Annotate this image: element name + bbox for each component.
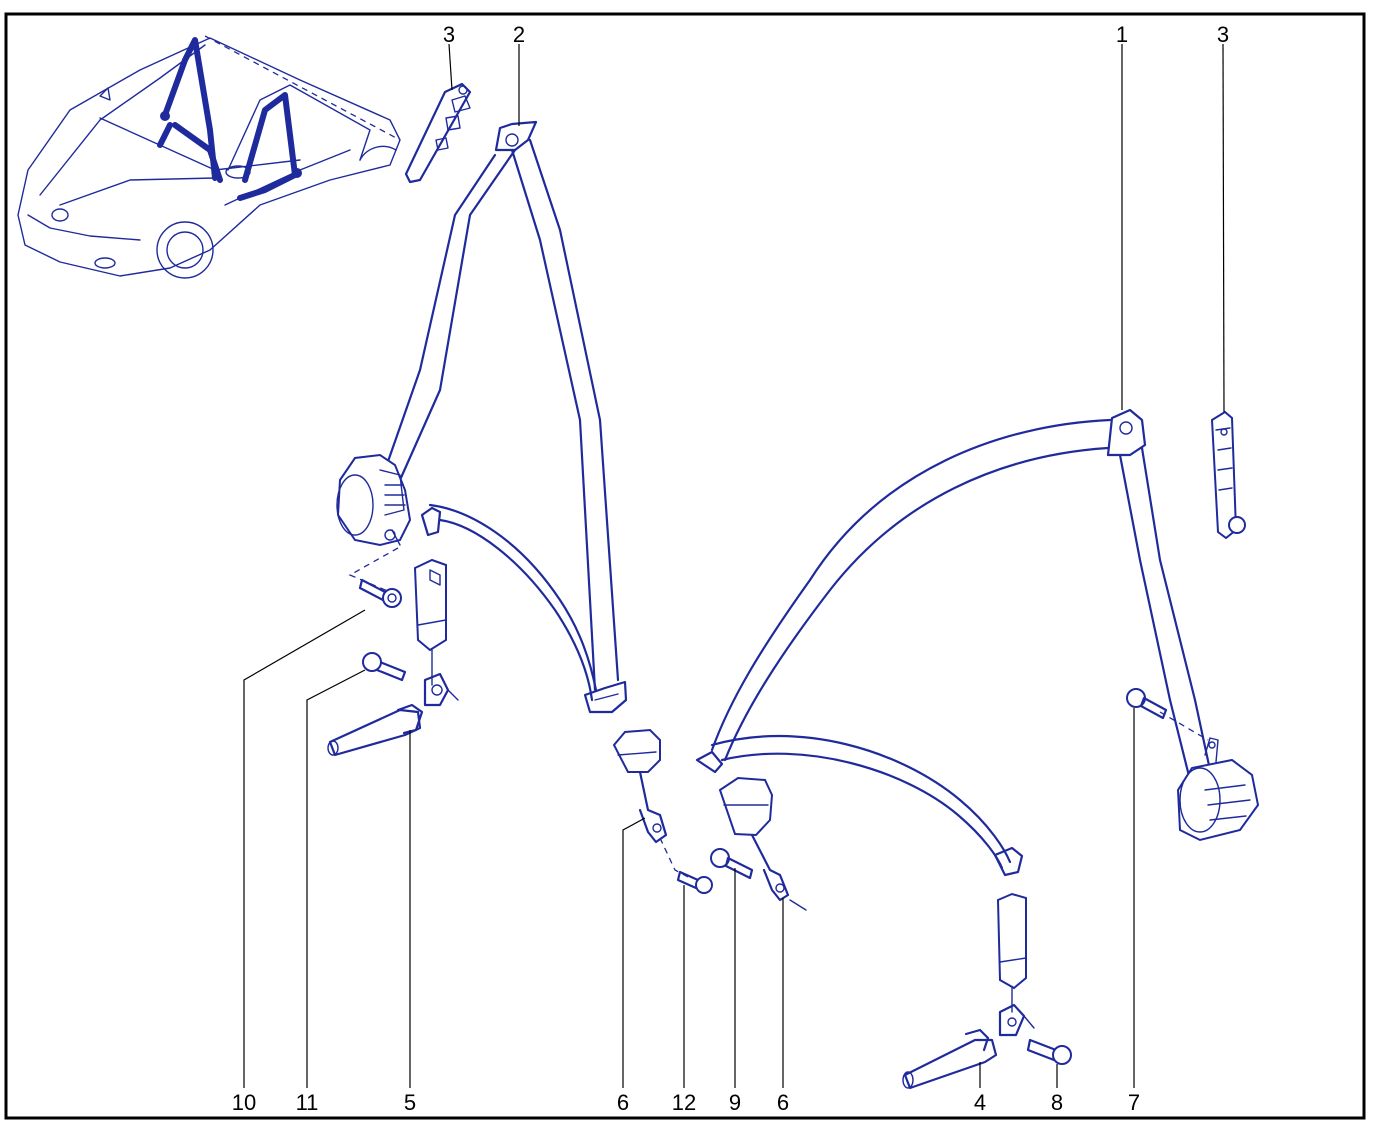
bolt-9	[710, 848, 754, 880]
callout-3-right: 3	[1217, 22, 1229, 47]
bolt-8	[1026, 1038, 1072, 1065]
callout-9: 9	[729, 1090, 741, 1115]
callout-11: 11	[296, 1090, 319, 1115]
callout-1: 1	[1116, 22, 1128, 47]
bolt-11	[362, 652, 407, 682]
callout-2: 2	[513, 22, 525, 47]
callout-3-left: 3	[443, 22, 455, 47]
bolt-10	[358, 578, 402, 608]
bolt-12	[676, 870, 713, 894]
diagram-frame	[4, 12, 1366, 1120]
callout-6-left: 6	[617, 1090, 629, 1115]
height-adjuster-left	[404, 82, 472, 184]
buckle-stalk-right	[902, 892, 1035, 1090]
front-belt-right	[695, 408, 1260, 877]
callout-8: 8	[1051, 1090, 1063, 1115]
bolt-7	[1126, 688, 1168, 720]
buckle-left-center	[612, 728, 691, 879]
front-belt-left	[336, 120, 628, 714]
callout-6-right: 6	[777, 1090, 789, 1115]
buckle-stalk-left	[327, 558, 459, 757]
car-location-thumbnail	[17, 35, 401, 279]
height-adjuster-right	[1210, 410, 1246, 540]
callout-10: 10	[232, 1090, 256, 1115]
callout-numbers: 3 2 1 3 10 11 5 6 12 9 6 4 8 7	[232, 22, 1229, 1115]
callout-4: 4	[974, 1090, 986, 1115]
callout-5: 5	[404, 1090, 416, 1115]
callout-12: 12	[672, 1090, 696, 1115]
callout-7: 7	[1128, 1090, 1140, 1115]
callout-leaders	[243, 43, 1225, 1088]
buckle-right-center	[718, 776, 807, 911]
